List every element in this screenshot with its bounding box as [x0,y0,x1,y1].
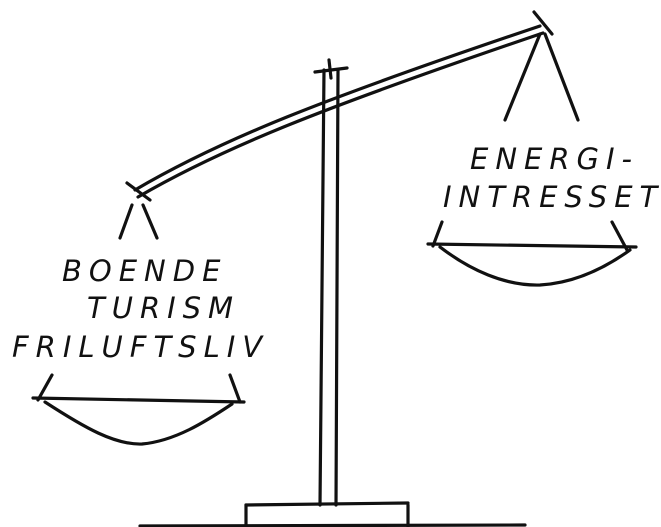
right-pan-label: ENERGI- INTRESSET [443,142,661,214]
scale-beam [125,10,554,202]
scale-base [138,501,527,527]
left-pan-label: BOENDE TURISM FRILUFTSLIV [12,254,269,364]
right-label-line-2: INTRESSET [443,180,661,214]
right-pan [426,32,638,287]
left-label-line-2: TURISM [87,291,240,325]
left-label-line-3: FRILUFTSLIV [12,330,269,364]
scale-post [313,58,349,507]
left-pan [31,203,246,446]
left-label-line-1: BOENDE [62,254,227,288]
right-label-line-1: ENERGI- [470,142,639,176]
